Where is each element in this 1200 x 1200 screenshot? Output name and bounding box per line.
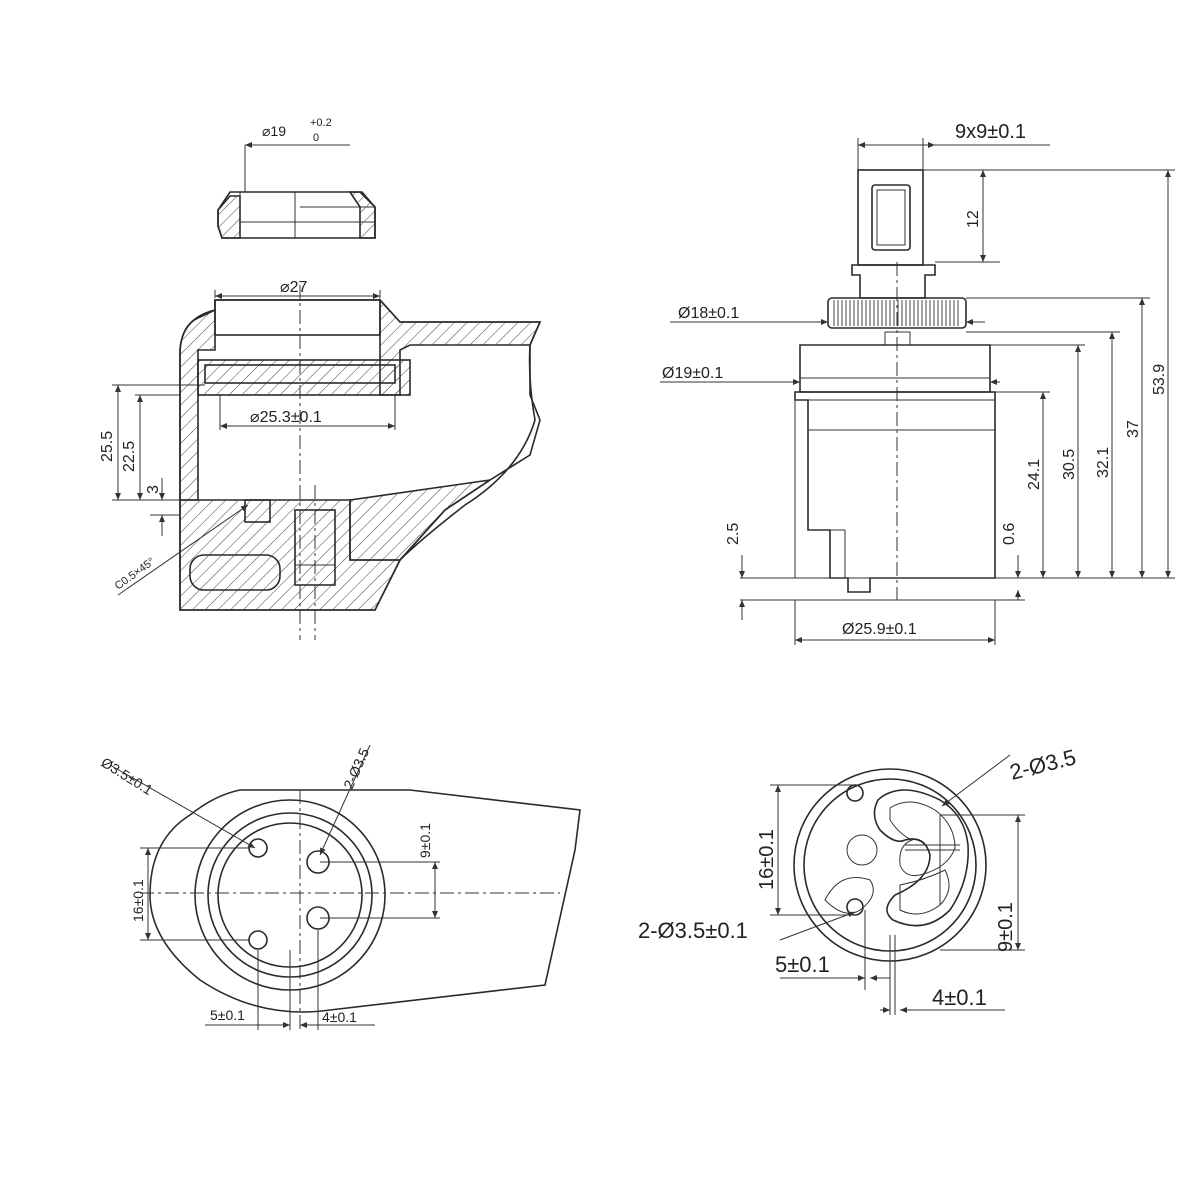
bl-4-label: 4±0.1 — [322, 1009, 357, 1025]
br-hole-tol-label: 2-Ø3.5±0.1 — [638, 918, 748, 943]
height-24-1-label: 24.1 — [1026, 459, 1043, 490]
hole-icon — [846, 784, 864, 802]
housing-h25-5-label: 25.5 — [99, 431, 116, 462]
knurled-ring — [827, 297, 967, 329]
water-port — [873, 789, 969, 927]
br-16-label: 16±0.1 — [756, 829, 778, 890]
ring-tol-upper: +0.2 — [310, 117, 332, 129]
height-0-6-label: 0.6 — [1001, 523, 1018, 545]
stem-12-label: 12 — [965, 210, 982, 228]
height-32-1-label: 32.1 — [1095, 447, 1112, 478]
stem — [851, 169, 936, 299]
height-37-label: 37 — [1125, 420, 1142, 438]
bl-9-label: 9±0.1 — [417, 823, 433, 858]
br-9-label: 9±0.1 — [995, 902, 1017, 952]
hole-icon — [248, 930, 268, 950]
housing-body — [179, 297, 542, 611]
hole-d3-5-label: Ø3.5±0.1 — [98, 754, 155, 798]
housing-d25-3-label: ⌀25.3±0.1 — [250, 409, 322, 426]
br-5-label: 5±0.1 — [775, 952, 830, 977]
dia-18-label: Ø18±0.1 — [678, 305, 739, 322]
housing-d27-label: ⌀27 — [280, 279, 308, 296]
housing-h22-5-label: 22.5 — [121, 441, 138, 472]
height-30-5-label: 30.5 — [1061, 449, 1078, 480]
bl-5-label: 5±0.1 — [210, 1007, 245, 1023]
ring-tol-lower: 0 — [313, 132, 319, 144]
hole-2-d3-5-label: 2-Ø3.5 — [340, 745, 372, 791]
stem-9x9-label: 9x9±0.1 — [955, 121, 1026, 143]
height-2-5-label: 2.5 — [725, 523, 742, 545]
dia-25-9-label: Ø25.9±0.1 — [842, 621, 917, 638]
dia-19-label: Ø19±0.1 — [662, 365, 723, 382]
height-53-9-label: 53.9 — [1151, 364, 1168, 395]
view-housing-bottom: Ø3.5±0.1 2-Ø3.5 9±0.1 16±0.1 5±0.1 4±0.1 — [98, 744, 581, 1030]
br-hole-2-d3-5-label: 2-Ø3.5 — [1007, 744, 1078, 785]
br-4-label: 4±0.1 — [932, 985, 987, 1010]
view-housing-section: ⌀19 +0.2 0 ⌀27 ⌀25.3±0.1 — [99, 117, 542, 640]
hole-icon — [248, 838, 268, 858]
ring-part — [217, 191, 376, 239]
bl-16-label: 16±0.1 — [130, 879, 146, 922]
ring-diameter-label: ⌀19 — [262, 123, 286, 139]
view-cartridge-bottom: 2-Ø3.5 16±0.1 9±0.1 2-Ø3.5±0.1 5±0.1 4±0… — [638, 744, 1078, 1015]
housing-h3-label: 3 — [145, 485, 162, 494]
chamfer-label: C0.5×45° — [113, 556, 158, 593]
view-cartridge-elevation: 9x9±0.1 12 53.9 37 32.1 30.5 24.1 0.6 — [660, 121, 1175, 645]
